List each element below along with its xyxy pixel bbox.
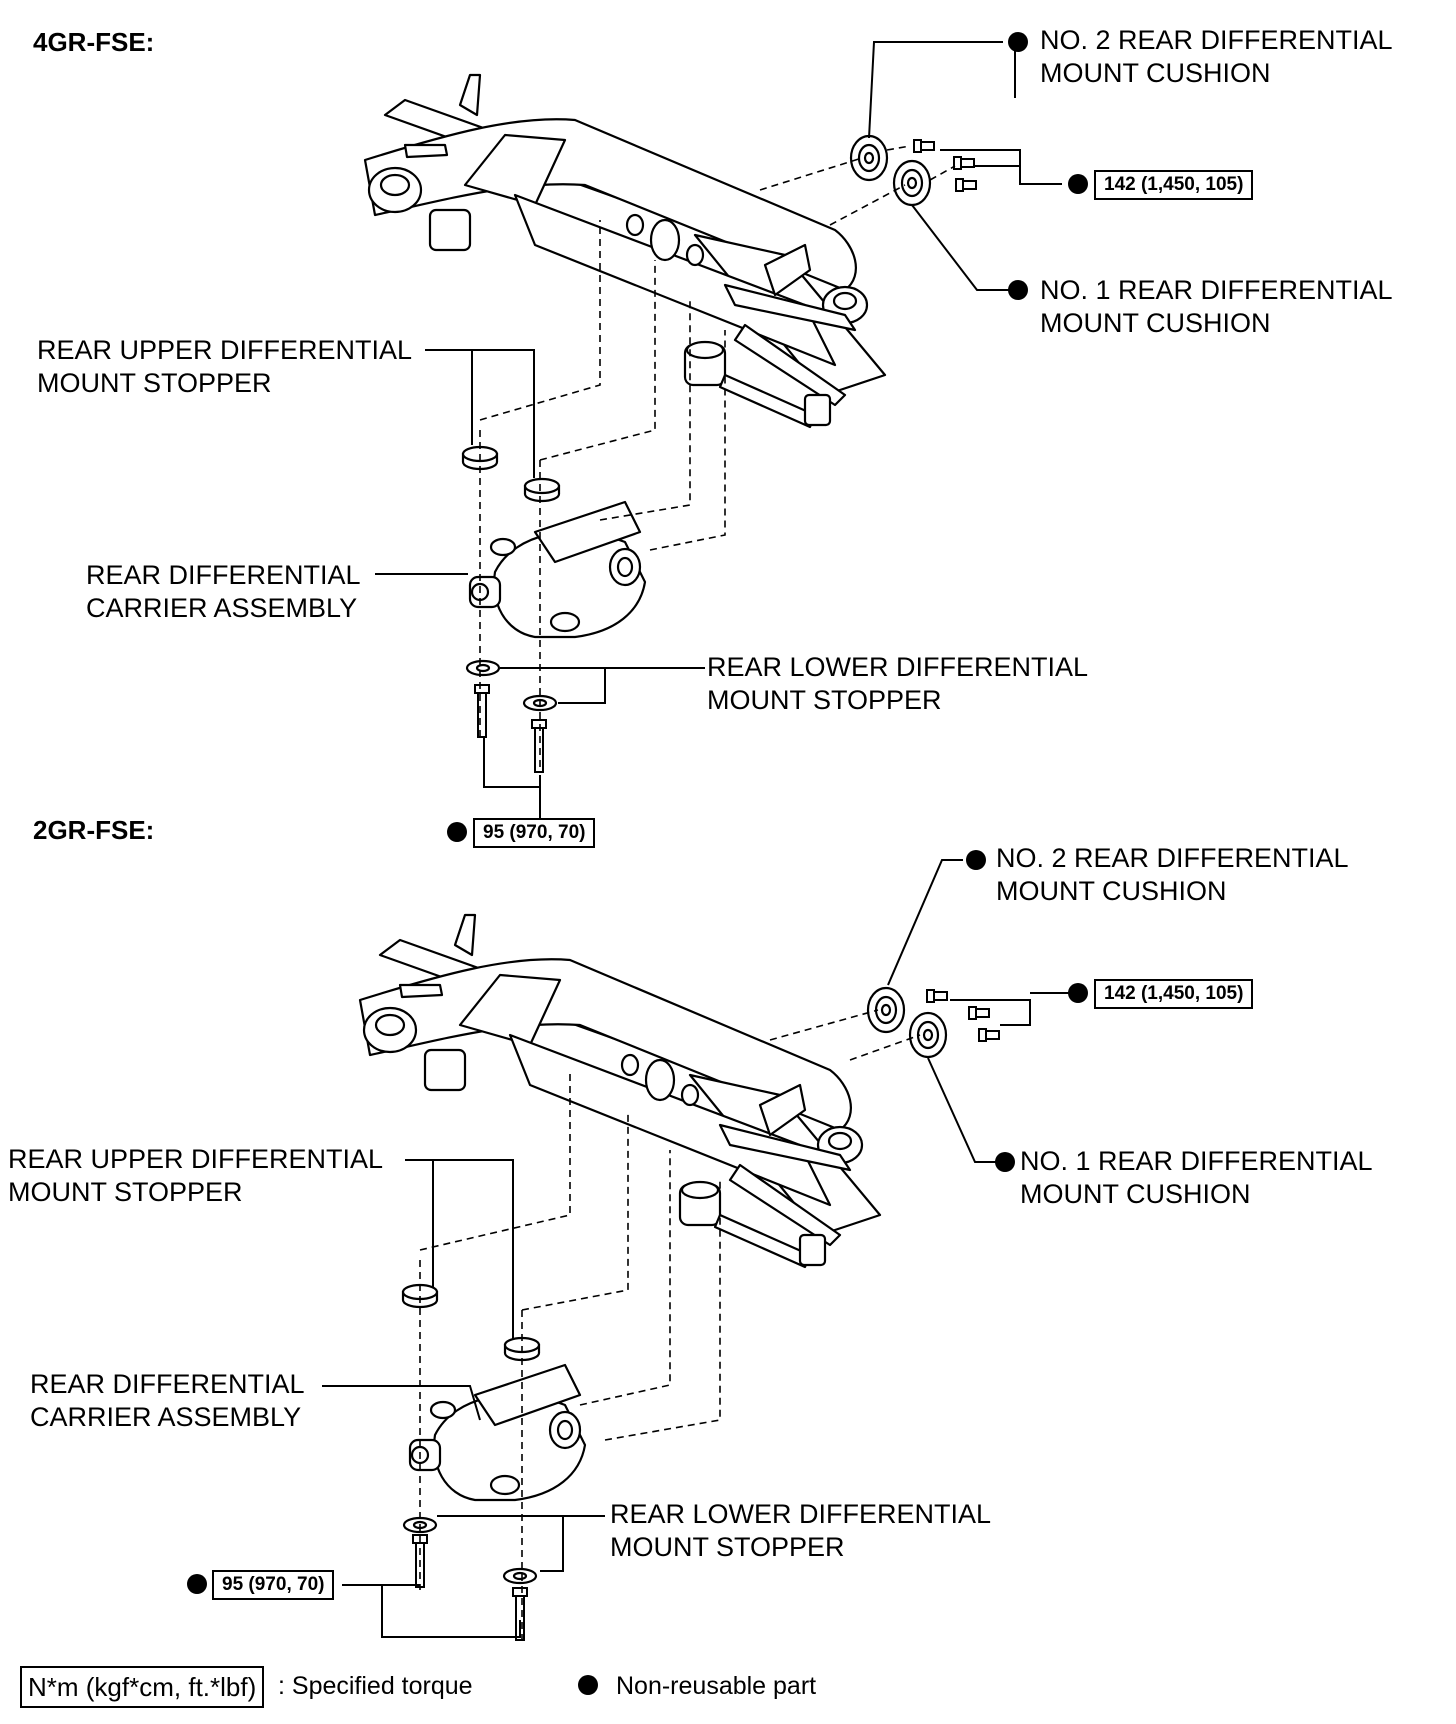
torque-box-cushion-4gr: 142 (1,450, 105) bbox=[1094, 170, 1254, 200]
label-no1-cushion-2gr-l2: MOUNT CUSHION bbox=[1020, 1179, 1251, 1209]
legend-torque-unit: N*m (kgf*cm, ft.*lbf) bbox=[20, 1666, 265, 1708]
section-header-2gr: 2GR-FSE: bbox=[33, 815, 155, 845]
cushion-no2-4gr bbox=[849, 134, 889, 182]
torque-box-cushion-2gr: 142 (1,450, 105) bbox=[1094, 979, 1254, 1009]
carrier-4gr bbox=[468, 500, 647, 639]
label-no2-cushion-4gr-l1: NO. 2 REAR DIFFERENTIAL bbox=[1040, 25, 1393, 55]
label-upper-stopper-4gr-l1: REAR UPPER DIFFERENTIAL bbox=[37, 335, 413, 365]
cushion-no1-4gr bbox=[892, 159, 932, 207]
label-no2-cushion-2gr-l1: NO. 2 REAR DIFFERENTIAL bbox=[996, 843, 1349, 873]
cushion-no1-2gr bbox=[908, 1011, 948, 1059]
bolts-2gr bbox=[412, 1534, 528, 1641]
label-no1-cushion-4gr-l2: MOUNT CUSHION bbox=[1040, 308, 1271, 338]
legend-torque-text: : Specified torque bbox=[278, 1672, 473, 1700]
subframe-2gr bbox=[358, 913, 882, 1269]
upper-stopper-4gr bbox=[461, 445, 561, 503]
label-lower-stopper-2gr-l1: REAR LOWER DIFFERENTIAL bbox=[610, 1499, 992, 1529]
label-upper-stopper-2gr-l1: REAR UPPER DIFFERENTIAL bbox=[8, 1144, 384, 1174]
label-upper-stopper-4gr-l2: MOUNT STOPPER bbox=[37, 368, 272, 398]
label-no2-cushion-4gr-l2: MOUNT CUSHION bbox=[1040, 58, 1271, 88]
upper-stopper-2gr bbox=[401, 1283, 541, 1362]
torque-box-bolt-2gr: 95 (970, 70) bbox=[212, 1570, 335, 1600]
label-lower-stopper-4gr-l1: REAR LOWER DIFFERENTIAL bbox=[707, 652, 1089, 682]
label-carrier-2gr-l1: REAR DIFFERENTIAL bbox=[30, 1369, 305, 1399]
label-carrier-4gr-l2: CARRIER ASSEMBLY bbox=[86, 593, 358, 623]
leader-lines-2gr bbox=[322, 859, 1070, 1638]
guide-lines-4gr bbox=[479, 145, 956, 770]
label-no1-cushion-2gr-l1: NO. 1 REAR DIFFERENTIAL bbox=[1020, 1146, 1373, 1176]
section-header-4gr: 4GR-FSE: bbox=[33, 27, 155, 57]
label-lower-stopper-4gr-l2: MOUNT STOPPER bbox=[707, 685, 942, 715]
cushion-no2-2gr bbox=[866, 986, 906, 1034]
leader-lines-4gr bbox=[375, 41, 1062, 820]
label-no1-cushion-4gr-l1: NO. 1 REAR DIFFERENTIAL bbox=[1040, 275, 1393, 305]
subframe-4gr bbox=[363, 73, 887, 429]
torque-box-bolt-4gr: 95 (970, 70) bbox=[473, 818, 596, 848]
guide-lines-2gr bbox=[419, 1009, 921, 1640]
nonreusable-dots bbox=[187, 32, 1088, 1695]
label-lower-stopper-2gr-l2: MOUNT STOPPER bbox=[610, 1532, 845, 1562]
legend-nonreusable-text: Non-reusable part bbox=[616, 1672, 817, 1700]
label-carrier-2gr-l2: CARRIER ASSEMBLY bbox=[30, 1402, 302, 1432]
label-no2-cushion-2gr-l2: MOUNT CUSHION bbox=[996, 876, 1227, 906]
label-upper-stopper-2gr-l2: MOUNT STOPPER bbox=[8, 1177, 243, 1207]
label-carrier-4gr-l1: REAR DIFFERENTIAL bbox=[86, 560, 361, 590]
